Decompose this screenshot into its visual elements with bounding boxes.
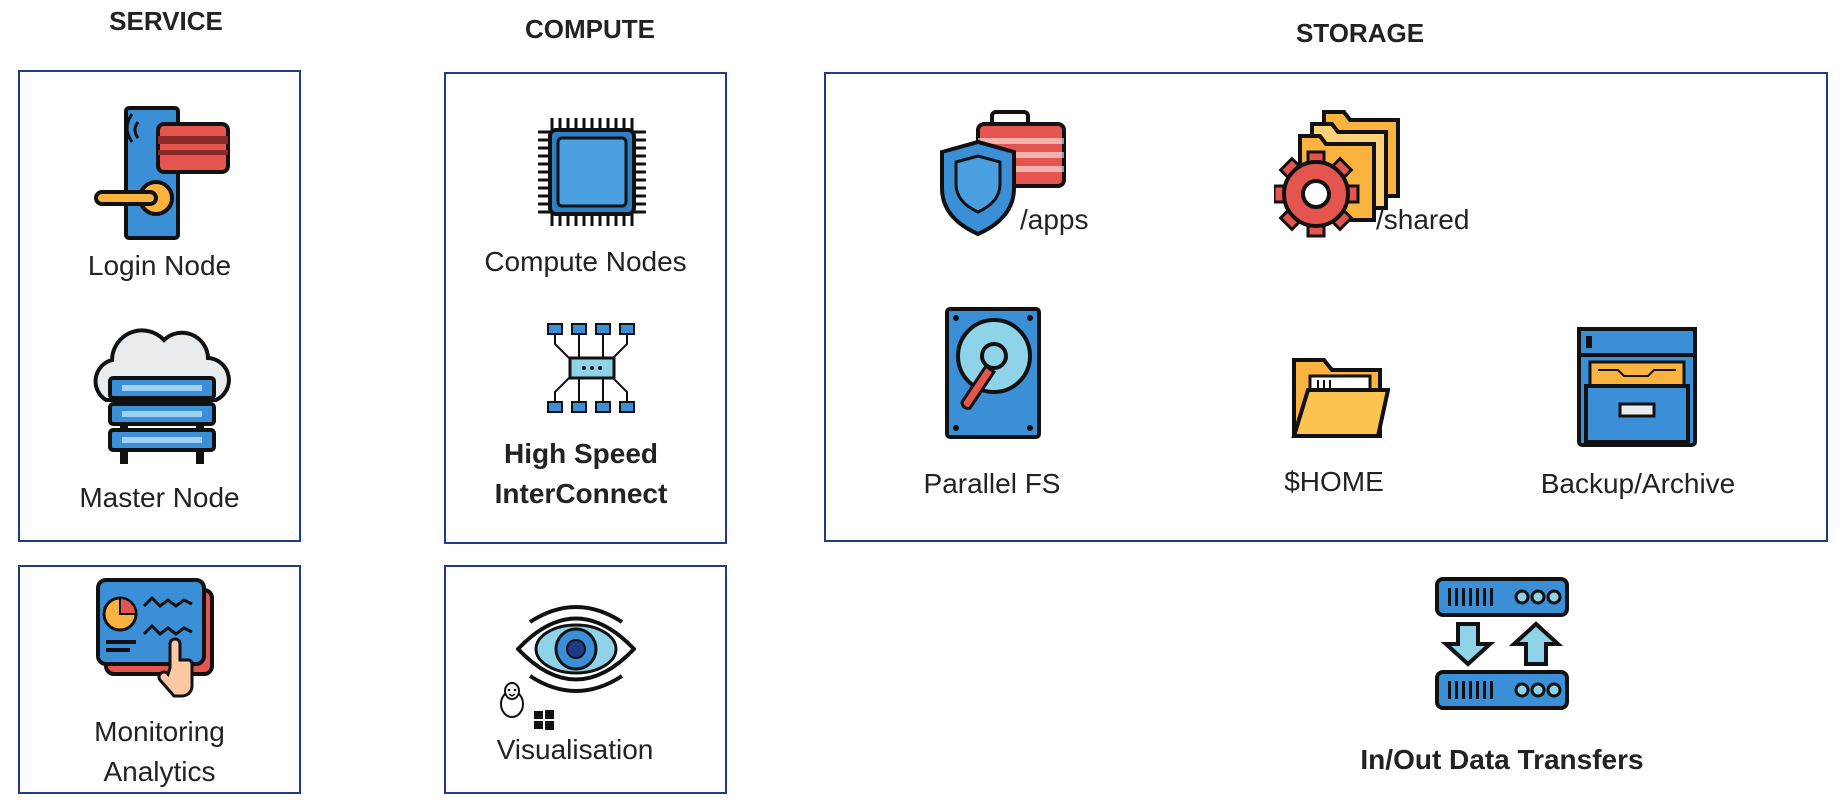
cpu-chip-icon bbox=[536, 116, 648, 228]
shield-toolbox-icon bbox=[940, 110, 1066, 236]
folder-icon bbox=[1290, 354, 1390, 440]
door-lock-icon bbox=[94, 106, 230, 240]
data-transfers-label: In/Out Data Transfers bbox=[1360, 744, 1644, 775]
visualisation-label: Visualisation bbox=[496, 734, 654, 765]
compute-nodes-label: Compute Nodes bbox=[484, 246, 687, 277]
parallel-fs-label: Parallel FS bbox=[923, 468, 1061, 499]
eye-icon bbox=[516, 602, 636, 696]
linux-penguin-icon bbox=[498, 682, 526, 718]
storage-header: STORAGE bbox=[1295, 18, 1425, 48]
service-header: SERVICE bbox=[109, 6, 223, 36]
archive-cabinet-icon bbox=[1576, 326, 1698, 448]
monitoring-label-line1: Monitoring bbox=[94, 716, 225, 747]
apps-label: /apps bbox=[1020, 204, 1089, 235]
cloud-server-icon bbox=[86, 322, 238, 472]
compute-header: COMPUTE bbox=[525, 14, 655, 44]
home-label: $HOME bbox=[1284, 466, 1384, 497]
backup-archive-label: Backup/Archive bbox=[1540, 468, 1736, 499]
login-node-label: Login Node bbox=[87, 250, 232, 281]
shared-label: /shared bbox=[1376, 204, 1470, 235]
hard-disk-icon bbox=[944, 306, 1042, 440]
network-interconnect-icon bbox=[544, 322, 640, 416]
folders-gear-icon bbox=[1274, 108, 1408, 240]
windows-logo-icon bbox=[534, 710, 554, 730]
dashboard-monitor-icon bbox=[96, 576, 222, 698]
interconnect-label-line2: InterConnect bbox=[494, 478, 668, 509]
data-transfer-servers-icon bbox=[1434, 576, 1570, 712]
interconnect-label-line1: High Speed bbox=[503, 438, 658, 469]
master-node-label: Master Node bbox=[79, 482, 240, 513]
monitoring-label-line2: Analytics bbox=[103, 756, 216, 787]
